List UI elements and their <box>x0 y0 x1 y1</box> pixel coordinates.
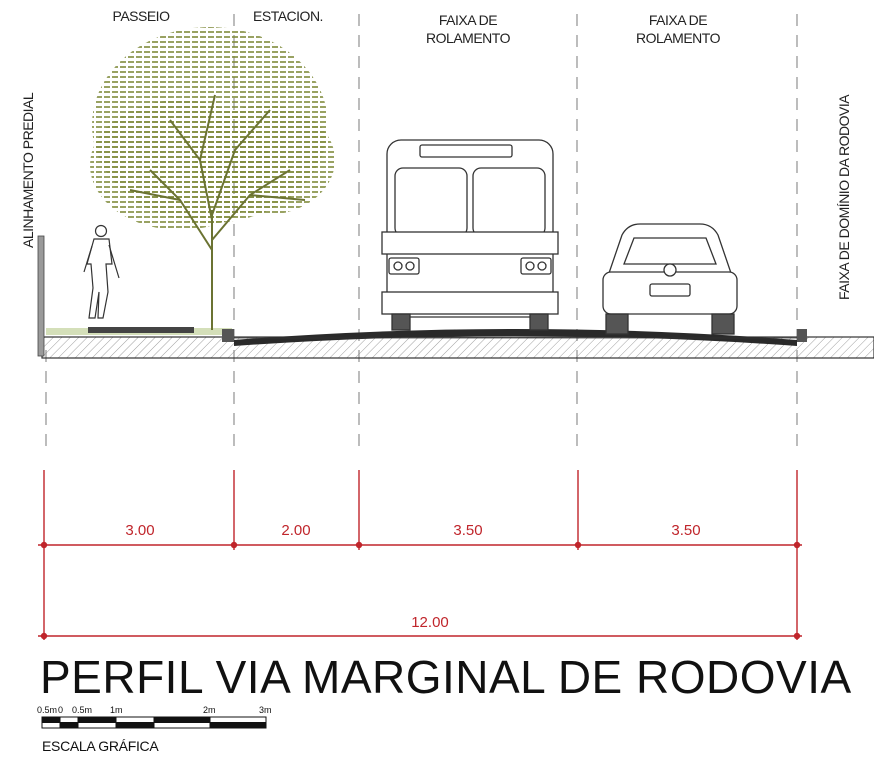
label-alinhamento-predial: ALINHAMENTO PREDIAL <box>20 92 36 248</box>
dimension-passeio: 3.00 <box>125 522 155 539</box>
scale-tick-label: 0.5m <box>37 705 58 715</box>
dimension-lines <box>38 470 802 640</box>
label-faixa-dominio: FAIXA DE DOMÍNIO DA RODOVIA <box>836 94 852 300</box>
label-faixa-2-line2: ROLAMENTO <box>636 30 720 46</box>
label-estacion: ESTACION. <box>253 8 323 24</box>
dimension-estacion: 2.00 <box>281 522 311 539</box>
dimension-total: 12.00 <box>411 614 449 631</box>
scale-caption: ESCALA GRÁFICA <box>42 738 159 754</box>
label-faixa-1-line2: ROLAMENTO <box>426 30 510 46</box>
label-faixa-1-line1: FAIXA DE <box>438 12 498 28</box>
scale-tick-label: 1m <box>110 705 123 715</box>
tree-illustration <box>90 27 335 330</box>
bus-illustration <box>381 139 559 331</box>
ground-section <box>37 235 874 359</box>
scale-tick-label: 3m <box>259 705 272 715</box>
scale-tick-label: 0 <box>58 705 64 715</box>
scale-tick-label: 0.5m <box>72 705 93 715</box>
label-passeio: PASSEIO <box>112 8 170 24</box>
drawing-title: PERFIL VIA MARGINAL DE RODOVIA <box>40 651 852 703</box>
dimension-faixa-1: 3.50 <box>453 522 483 539</box>
pedestrian-figure <box>83 224 120 319</box>
label-faixa-2-line1: FAIXA DE <box>648 12 708 28</box>
scale-tick-label: 2m <box>203 705 216 715</box>
dimension-faixa-2: 3.50 <box>671 522 701 539</box>
graphic-scale-bar <box>41 716 267 729</box>
car-illustration <box>602 223 738 335</box>
